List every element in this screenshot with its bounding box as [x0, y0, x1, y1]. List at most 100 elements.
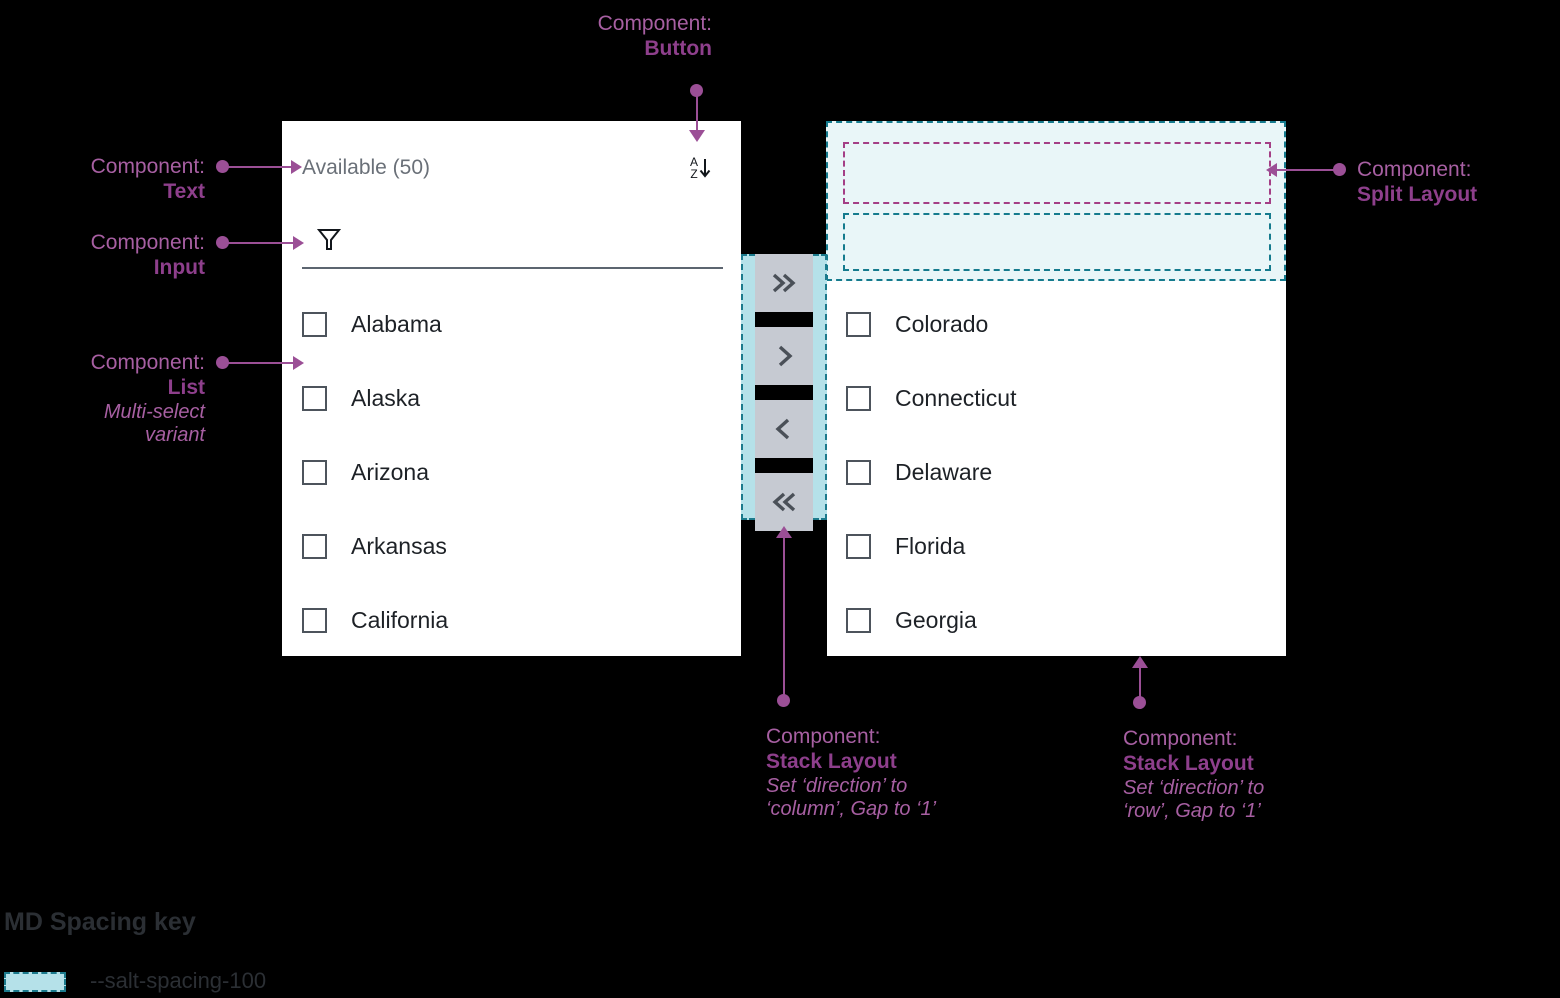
annotation-input-dot	[216, 236, 229, 249]
list-item[interactable]: Arizona	[302, 435, 723, 509]
checkbox-icon[interactable]	[302, 385, 327, 411]
annotation-split-name: Split Layout	[1357, 182, 1478, 206]
list-item-label: Alabama	[351, 310, 442, 337]
annotation-stack-row-lead: Component:	[1123, 727, 1238, 750]
annotation-stack-row-dot	[1133, 696, 1146, 709]
move-right-button[interactable]	[755, 327, 813, 385]
chevron-down-icon	[1233, 157, 1263, 180]
list-item[interactable]: Arkansas	[302, 509, 723, 583]
annotation-list-arrowhead	[293, 356, 304, 370]
available-list: Alabama Alaska Arizona Arkansas Californ…	[302, 287, 723, 657]
annotation-stack-col-dot	[777, 694, 790, 707]
checkbox-icon[interactable]	[302, 533, 327, 559]
list-item-label: Florida	[895, 532, 966, 559]
annotation-stack-col-sub2: ‘column’, Gap to ‘1’	[766, 798, 937, 821]
annotation-text-line	[223, 166, 293, 168]
filter-funnel-icon	[316, 225, 342, 258]
transfer-button-stack	[755, 254, 813, 531]
list-item-label: Arizona	[351, 458, 429, 485]
annotation-button-name: Button	[644, 36, 712, 60]
available-panel-header: Available (50) A Z	[302, 146, 721, 190]
annotation-button-arrowhead	[689, 130, 705, 142]
list-item[interactable]: California	[302, 583, 723, 657]
visible-list: Colorado Connecticut Delaware Florida Ge…	[846, 287, 1271, 657]
list-item[interactable]: Alaska	[302, 361, 723, 435]
list-item-label: Delaware	[895, 458, 993, 485]
annotation-text-name: Text	[163, 179, 205, 203]
annotation-stack-col-name: Stack Layout	[766, 749, 897, 773]
list-item[interactable]: Alabama	[302, 287, 723, 361]
annotation-list-sub1: Multi-select	[103, 400, 205, 423]
annotation-button-line	[696, 90, 698, 132]
available-panel-title: Available (50)	[302, 156, 431, 179]
list-item[interactable]: Georgia	[846, 583, 1271, 657]
checkbox-icon[interactable]	[846, 385, 871, 411]
sort-az-letter-top: A	[689, 154, 698, 169]
annotation-list: Component: List Multi-select variant	[0, 351, 205, 448]
stack-gap	[755, 312, 813, 327]
spacing-key-token: --salt-spacing-100	[90, 968, 267, 993]
annotation-button-lead: Component:	[597, 12, 712, 35]
checkbox-icon[interactable]	[846, 311, 871, 337]
annotation-stack-col-arrowhead	[776, 526, 792, 538]
annotation-text-dot	[216, 160, 229, 173]
visible-filter-input[interactable]	[845, 218, 1270, 264]
list-item-label: Alaska	[351, 384, 421, 411]
move-down-button[interactable]	[1226, 148, 1270, 188]
annotation-stack-col-line	[783, 538, 785, 696]
spacing-key-swatch	[4, 972, 66, 992]
sort-az-button[interactable]: A Z	[681, 148, 721, 188]
list-item[interactable]: Florida	[846, 509, 1271, 583]
list-item[interactable]: Colorado	[846, 287, 1271, 361]
sort-az-letter-bottom: Z	[690, 167, 698, 181]
move-all-right-button[interactable]	[755, 254, 813, 312]
move-all-left-button[interactable]	[755, 473, 813, 531]
annotation-text: Component: Text	[0, 155, 205, 205]
annotation-button: Component: Button	[460, 12, 712, 62]
stack-gap	[755, 458, 813, 473]
spacing-key-title: MD Spacing key	[4, 908, 196, 936]
annotation-list-dot	[216, 356, 229, 369]
stack-gap	[755, 385, 813, 400]
annotation-split-line	[1276, 169, 1336, 171]
visible-panel-title: Visible (5)	[845, 156, 938, 179]
annotation-stack-column: Component: Stack Layout Set ‘direction’ …	[766, 725, 1066, 822]
move-left-button[interactable]	[755, 400, 813, 458]
checkbox-icon[interactable]	[846, 459, 871, 485]
visible-panel-header: Visible (5)	[845, 146, 1270, 190]
move-up-button[interactable]	[1152, 148, 1196, 188]
list-item[interactable]: Delaware	[846, 435, 1271, 509]
list-item-label: Arkansas	[351, 532, 447, 559]
annotation-stack-row-name: Stack Layout	[1123, 751, 1254, 775]
list-item[interactable]: Connecticut	[846, 361, 1271, 435]
annotation-stack-row-arrowhead	[1132, 656, 1148, 668]
annotation-stack-row-line	[1139, 668, 1141, 700]
annotation-split-dot	[1333, 163, 1346, 176]
annotation-input-arrowhead	[293, 236, 304, 250]
filter-funnel-icon	[859, 225, 885, 258]
annotation-stack-col-sub1: Set ‘direction’ to	[766, 774, 908, 797]
list-item-label: Colorado	[895, 310, 989, 337]
checkbox-icon[interactable]	[846, 607, 871, 633]
checkbox-icon[interactable]	[846, 533, 871, 559]
annotation-stack-col-lead: Component:	[766, 725, 881, 748]
available-filter-input[interactable]	[302, 218, 723, 264]
checkbox-icon[interactable]	[302, 607, 327, 633]
annotation-input: Component: Input	[0, 231, 205, 281]
annotation-list-lead: Component:	[90, 351, 205, 374]
annotation-input-name: Input	[153, 255, 205, 279]
sort-az-icon: A Z	[690, 156, 712, 180]
annotation-stack-row: Component: Stack Layout Set ‘direction’ …	[1123, 727, 1423, 824]
list-item-label: Connecticut	[895, 384, 1017, 411]
annotation-stack-row-sub1: Set ‘direction’ to	[1123, 776, 1265, 799]
chevron-up-icon	[1159, 157, 1189, 180]
checkbox-icon[interactable]	[302, 459, 327, 485]
annotation-text-arrowhead	[291, 160, 302, 174]
available-filter-underline	[302, 267, 723, 269]
annotation-input-line	[223, 242, 295, 244]
annotation-split-lead: Component:	[1357, 158, 1472, 181]
checkbox-icon[interactable]	[302, 311, 327, 337]
available-panel	[282, 121, 741, 656]
annotation-list-sub2: variant	[144, 424, 205, 447]
visible-header-actions	[1152, 148, 1270, 188]
